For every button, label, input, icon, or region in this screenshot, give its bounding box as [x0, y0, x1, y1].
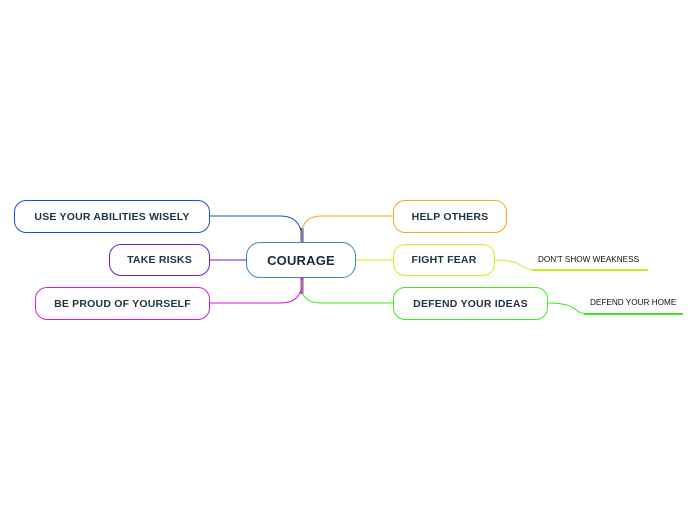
topic-take-risks[interactable]: TAKE RISKS [109, 244, 210, 276]
topic-be-proud-of-yourself[interactable]: BE PROUD OF YOURSELF [35, 287, 210, 320]
topic-label: BE PROUD OF YOURSELF [54, 297, 191, 310]
connector-be-proud [210, 281, 303, 304]
topic-label: HELP OTHERS [411, 210, 489, 223]
topic-label: FIGHT FEAR [411, 254, 477, 266]
topic-use-your-abilities-wisely[interactable]: USE YOUR ABILITIES WISELY [14, 200, 210, 233]
topic-help-others[interactable]: HELP OTHERS [393, 200, 507, 233]
subtopic-dont-show-weakness[interactable]: DON'T SHOW WEAKNESS [538, 255, 640, 264]
connector-defend-ideas [301, 280, 393, 304]
central-topic-label: COURAGE [267, 252, 335, 268]
topic-label: DEFEND YOUR IDEAS [413, 297, 528, 310]
topic-defend-your-ideas[interactable]: DEFEND YOUR IDEAS [393, 287, 548, 320]
topic-label: USE YOUR ABILITIES WISELY [34, 210, 190, 223]
central-topic[interactable]: COURAGE [246, 242, 356, 278]
topic-fight-fear[interactable]: FIGHT FEAR [393, 244, 495, 276]
connector-help-others [301, 215, 393, 242]
topic-label: TAKE RISKS [127, 254, 192, 266]
subtopic-defend-your-home[interactable]: DEFEND YOUR HOME [590, 298, 677, 307]
